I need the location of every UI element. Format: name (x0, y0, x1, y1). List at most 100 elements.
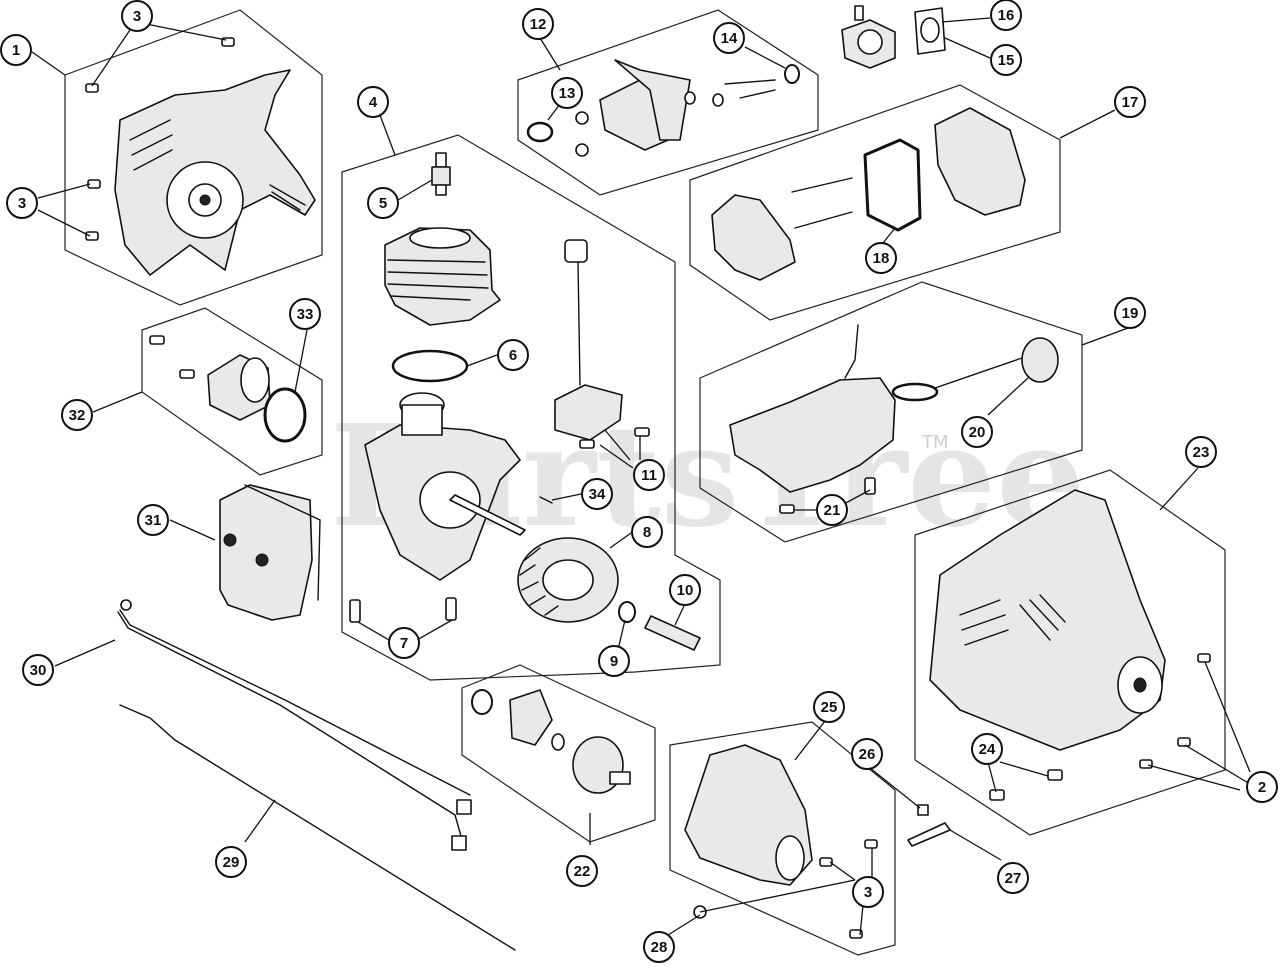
callout-25: 25 (813, 691, 845, 723)
callout-16-label: 16 (998, 7, 1015, 24)
callout-20-label: 20 (969, 424, 986, 441)
callout-23: 23 (1185, 436, 1217, 468)
callout-3-bottom-label: 3 (864, 884, 872, 901)
cylinder-part (384, 227, 501, 326)
group-frame-17 (689, 84, 1061, 321)
bolt-part-27 (907, 822, 951, 847)
group-gear-housing (669, 721, 896, 956)
callout-2-label: 2 (1258, 779, 1266, 796)
callout-9: 9 (598, 645, 630, 677)
callout-27-label: 27 (1005, 870, 1022, 887)
callout-12: 12 (522, 8, 554, 40)
callout-7-label: 7 (400, 635, 408, 652)
callout-13-label: 13 (559, 85, 576, 102)
callout-11: 11 (633, 459, 665, 491)
callout-30-label: 30 (30, 662, 47, 679)
gasket-part (391, 349, 469, 383)
callout-5-label: 5 (379, 195, 387, 212)
engine-housing-part (114, 69, 316, 276)
callout-3-top-label: 3 (133, 8, 141, 25)
callout-17: 17 (1114, 86, 1146, 118)
callout-1: 1 (0, 34, 32, 66)
callout-3-top: 3 (121, 0, 153, 32)
callout-26-label: 26 (859, 746, 876, 763)
callout-3-bottom: 3 (852, 876, 884, 908)
callout-24-label: 24 (979, 741, 996, 758)
callout-8-label: 8 (643, 524, 651, 541)
throttle-cables (117, 599, 516, 951)
callout-19-label: 19 (1122, 305, 1139, 322)
callout-31: 31 (137, 504, 169, 536)
callout-21-label: 21 (824, 502, 841, 519)
callout-34-label: 34 (589, 486, 606, 503)
group-frame-12 (517, 9, 819, 196)
callout-15-label: 15 (998, 52, 1015, 69)
carburetor-part (841, 5, 946, 69)
group-frame-25 (669, 721, 896, 956)
callout-10-label: 10 (677, 582, 694, 599)
group-fan-housing (914, 469, 1226, 836)
callout-12-label: 12 (530, 16, 547, 33)
callout-3-left: 3 (6, 187, 38, 219)
callout-31-label: 31 (145, 512, 162, 529)
callout-30: 30 (22, 654, 54, 686)
group-frame-4 (341, 134, 721, 681)
callout-22-label: 22 (574, 863, 591, 880)
callout-29-label: 29 (223, 854, 240, 871)
group-carb-adapter (517, 9, 819, 196)
callout-6-label: 6 (509, 347, 517, 364)
callout-26: 26 (851, 738, 883, 770)
callout-32: 32 (61, 399, 93, 431)
leader-lines (31, 17, 1251, 941)
screw-parts-group1 (85, 37, 235, 241)
spark-plug-part (431, 152, 451, 196)
callout-28: 28 (643, 931, 675, 963)
callout-28-label: 28 (651, 939, 668, 956)
group-frame-23 (914, 469, 1226, 836)
callout-25-label: 25 (821, 699, 838, 716)
group-frame-22 (461, 664, 656, 843)
callout-6: 6 (497, 339, 529, 371)
callout-14: 14 (713, 22, 745, 54)
group-fuel-tank (699, 281, 1083, 543)
callout-4-label: 4 (369, 94, 378, 111)
callout-27: 27 (997, 862, 1029, 894)
callout-16: 16 (990, 0, 1022, 31)
callout-23-label: 23 (1193, 444, 1210, 461)
callout-32-label: 32 (69, 407, 86, 424)
flywheel-part (517, 537, 619, 623)
callout-10: 10 (669, 574, 701, 606)
callout-2: 2 (1246, 771, 1278, 803)
group-cylinder (341, 134, 721, 681)
group-frame-19 (699, 281, 1083, 543)
crankcase-part (364, 392, 526, 581)
callout-20: 20 (961, 416, 993, 448)
callout-18-label: 18 (873, 250, 890, 267)
callout-19: 19 (1114, 297, 1146, 329)
group-frame-1 (64, 9, 323, 306)
callout-17-label: 17 (1122, 94, 1139, 111)
callout-29: 29 (215, 846, 247, 878)
callout-13: 13 (551, 77, 583, 109)
callout-7: 7 (388, 627, 420, 659)
callout-33: 33 (289, 298, 321, 330)
callout-33-label: 33 (297, 306, 314, 323)
group-engine-housing (64, 9, 323, 306)
callout-21: 21 (816, 494, 848, 526)
callout-5: 5 (367, 187, 399, 219)
group-clutch-drum (461, 664, 656, 843)
callout-34: 34 (581, 478, 613, 510)
callout-9-label: 9 (610, 653, 618, 670)
callout-11-label: 11 (641, 467, 657, 484)
callout-14-label: 14 (721, 30, 738, 47)
callout-1-label: 1 (12, 42, 20, 59)
muffler-part (219, 484, 321, 621)
group-air-filter (689, 84, 1061, 321)
callout-18: 18 (865, 242, 897, 274)
watermark-tm: TM (921, 432, 949, 453)
callout-22: 22 (566, 855, 598, 887)
spacer-part (917, 804, 929, 816)
callout-15: 15 (990, 44, 1022, 76)
ignition-coil-part (554, 239, 623, 441)
